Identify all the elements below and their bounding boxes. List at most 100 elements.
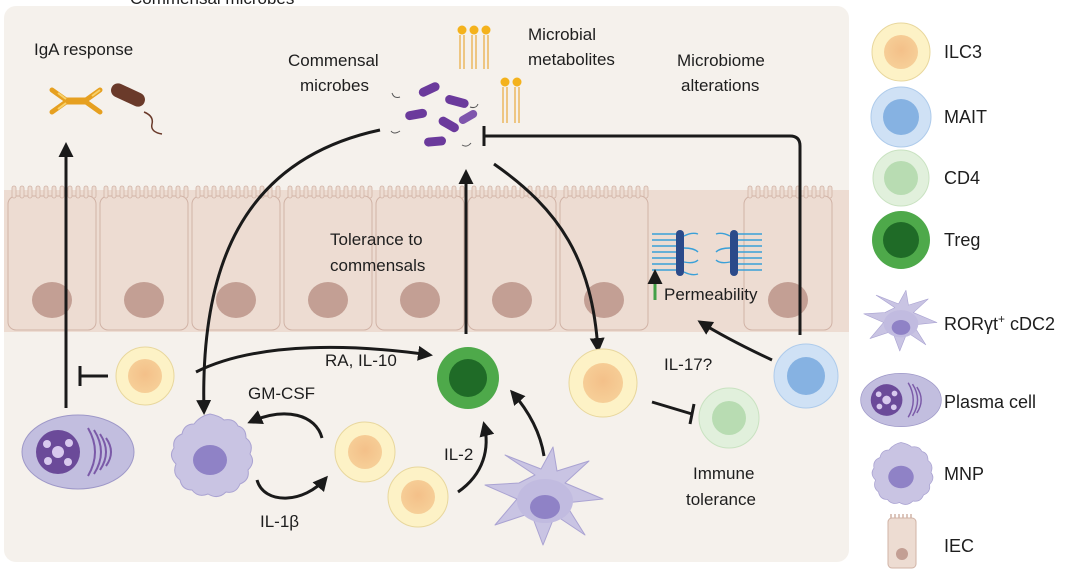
iga-antibody-icon <box>49 87 103 115</box>
microvillus <box>611 185 617 199</box>
treg-cell <box>437 347 499 409</box>
epithelial-nucleus <box>124 282 164 318</box>
epithelial-nucleus <box>768 282 808 318</box>
microvillus <box>27 185 33 199</box>
label-il17: IL-17? <box>664 355 712 374</box>
microvillus <box>643 185 649 199</box>
microvillus <box>571 185 577 199</box>
microvillus <box>303 185 309 199</box>
microvillus <box>159 185 165 199</box>
label-ra-il10: RA, IL-10 <box>325 351 397 370</box>
microvillus <box>119 185 125 199</box>
microvillus <box>111 185 117 199</box>
epithelial-nucleus <box>32 282 72 318</box>
microvillus <box>579 185 585 199</box>
microvillus <box>183 185 189 199</box>
microvillus <box>135 185 141 199</box>
microvillus <box>543 185 549 199</box>
microvillus <box>67 185 73 199</box>
microvillus <box>343 185 349 199</box>
ilc3-cell-mid <box>334 421 396 483</box>
microvillus <box>803 185 809 199</box>
microvillus <box>443 185 449 199</box>
cd4-cell <box>698 387 760 449</box>
microvillus <box>827 185 833 199</box>
label-tolerance-2: commensals <box>330 256 425 275</box>
microvillus <box>327 185 333 199</box>
microvillus <box>811 185 817 199</box>
legend-ilc3-label: ILC3 <box>944 42 982 62</box>
microvillus <box>295 185 301 199</box>
microvillus <box>763 185 769 199</box>
microvillus <box>319 185 325 199</box>
microvillus <box>151 185 157 199</box>
diagram-labels: IgA response Commensal microbes Microbia… <box>34 25 765 531</box>
microvillus <box>779 185 785 199</box>
microvillus <box>167 185 173 199</box>
legend-treg-icon <box>872 211 930 269</box>
microvillus <box>75 185 81 199</box>
microvillus <box>503 185 509 199</box>
microvillus <box>219 185 225 199</box>
microvillus <box>595 185 601 199</box>
bacterium-icon <box>111 83 163 135</box>
label-immune-2: tolerance <box>686 490 756 509</box>
microvillus <box>51 185 57 199</box>
microbial-metabolites-icon <box>457 25 522 123</box>
label-metabolites-2: metabolites <box>528 50 615 69</box>
microvillus <box>19 185 25 199</box>
arrows <box>58 126 802 500</box>
microvillus <box>103 185 109 199</box>
label-alterations-2: alterations <box>681 76 759 95</box>
microvillus <box>771 185 777 199</box>
label-tolerance-1: Tolerance to <box>330 230 423 249</box>
microvillus <box>635 185 641 199</box>
microvillus <box>387 185 393 199</box>
microvillus <box>403 185 409 199</box>
microvillus <box>487 185 493 199</box>
legend-treg-label: Treg <box>944 230 980 250</box>
legend-cdc2-label: RORγt+ cDC2 <box>944 312 1055 334</box>
cdc2-cell <box>484 446 604 546</box>
microvillus <box>435 185 441 199</box>
microvillus <box>603 185 609 199</box>
label-commensal-2: microbes <box>300 76 369 95</box>
microvillus <box>91 185 97 199</box>
legend-plasma-icon <box>860 373 942 427</box>
microvillus <box>175 185 181 199</box>
mait-cell <box>773 343 839 409</box>
label-il2: IL-2 <box>444 445 473 464</box>
microvillus <box>819 185 825 199</box>
microvillus <box>787 185 793 199</box>
ilc3-cell-low <box>387 466 449 528</box>
microvillus <box>419 185 425 199</box>
microvillus <box>35 185 41 199</box>
microvillus <box>351 185 357 199</box>
label-immune-1: Immune <box>693 464 754 483</box>
microvillus <box>411 185 417 199</box>
microvillus <box>311 185 317 199</box>
epithelial-nucleus <box>216 282 256 318</box>
microvillus <box>627 185 633 199</box>
legend-iec-icon <box>887 514 917 569</box>
microvillus <box>59 185 65 199</box>
legend-cd4-label: CD4 <box>944 168 980 188</box>
epithelium-layer <box>4 185 849 332</box>
epithelial-nucleus <box>492 282 532 318</box>
ilc3-cell-left <box>115 346 175 406</box>
legend-mnp-icon <box>871 442 934 505</box>
microvillus <box>211 185 217 199</box>
microvillus <box>747 185 753 199</box>
microvillus <box>619 185 625 199</box>
microvillus <box>11 185 17 199</box>
label-metabolites-1: Microbial <box>528 25 596 44</box>
microvillus <box>359 185 365 199</box>
top-cut-text: Commensal microbes <box>130 0 294 8</box>
legend: ILC3 MAIT CD4 Treg RORγt+ cDC2 Plasma ce… <box>860 22 1055 569</box>
microvillus <box>479 185 485 199</box>
label-iga-response: IgA response <box>34 40 133 59</box>
label-alterations-1: Microbiome <box>677 51 765 70</box>
epithelial-nucleus <box>308 282 348 318</box>
label-gm-csf: GM-CSF <box>248 384 315 403</box>
